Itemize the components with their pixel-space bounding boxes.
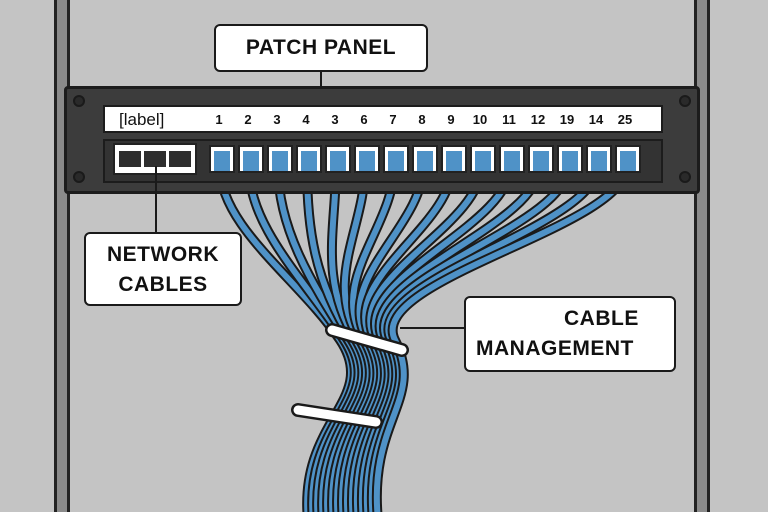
cable-tie — [327, 325, 407, 355]
patch-port[interactable] — [470, 145, 496, 173]
patch-port[interactable] — [354, 145, 380, 173]
port-number-label: 10 — [472, 112, 488, 127]
rj45-plug-icon — [388, 151, 404, 171]
port-number-label: 4 — [302, 112, 310, 127]
screw-icon — [679, 171, 691, 183]
screw-icon — [679, 95, 691, 107]
patch-port[interactable] — [383, 145, 409, 173]
rj45-plug-icon — [301, 151, 317, 171]
patch-port[interactable] — [238, 145, 264, 173]
patch-port[interactable] — [441, 145, 467, 173]
patch-panel-callout: PATCH PANEL — [214, 24, 428, 72]
rj45-plug-icon — [620, 151, 636, 171]
port-number-label: 3 — [331, 112, 339, 127]
network-cables-leader — [155, 166, 157, 236]
ethernet-port-icon — [119, 151, 141, 167]
port-number-label: 11 — [502, 112, 516, 127]
port-number-label: 25 — [617, 112, 633, 127]
port-bay — [103, 139, 663, 183]
network-cables-text-line2: CABLES — [118, 273, 208, 296]
patch-port[interactable] — [209, 145, 235, 173]
cable-tie — [293, 405, 381, 427]
patch-port[interactable] — [325, 145, 351, 173]
port-number-label: 3 — [273, 112, 281, 127]
rj45-plug-icon — [330, 151, 346, 171]
port-number-label: 14 — [588, 112, 604, 127]
port-number-label: 9 — [447, 112, 455, 127]
rj45-plug-icon — [562, 151, 578, 171]
rj45-plug-icon — [359, 151, 375, 171]
patch-port[interactable] — [267, 145, 293, 173]
cable-management-text-line2: MANAGEMENT — [476, 337, 634, 360]
network-cables-callout: NETWORK CABLES — [84, 232, 242, 306]
patch-port[interactable] — [499, 145, 525, 173]
label-placeholder: [label] — [119, 110, 165, 129]
patch-port[interactable] — [528, 145, 554, 173]
port-number-label: 8 — [418, 112, 426, 127]
patch-panel-leader — [320, 70, 322, 88]
rj45-plug-icon — [214, 151, 230, 171]
screw-icon — [73, 95, 85, 107]
rj45-plug-icon — [504, 151, 520, 171]
patch-port[interactable] — [615, 145, 641, 173]
port-number-label: 1 — [215, 112, 223, 127]
rj45-plug-icon — [272, 151, 288, 171]
rj45-plug-icon — [243, 151, 259, 171]
port-number-label: 6 — [360, 112, 368, 127]
port-number-label: 12 — [530, 112, 546, 127]
rj45-plug-icon — [475, 151, 491, 171]
port-number-label: 2 — [244, 112, 252, 127]
ethernet-port-icon — [169, 151, 191, 167]
rj45-plug-icon — [417, 151, 433, 171]
network-cables-text-line1: NETWORK — [107, 243, 219, 266]
patch-port[interactable] — [296, 145, 322, 173]
cable-management-callout: CABLE MANAGEMENT — [464, 296, 676, 372]
patch-port[interactable] — [412, 145, 438, 173]
ethernet-port-icon — [144, 151, 166, 167]
network-ports-group — [113, 143, 197, 175]
patch-panel-text: PATCH PANEL — [245, 36, 397, 59]
cable-management-text-line1: CABLE — [564, 307, 639, 330]
rj45-plug-icon — [591, 151, 607, 171]
patch-port[interactable] — [586, 145, 612, 173]
network-cable — [373, 164, 629, 512]
patch-port[interactable] — [557, 145, 583, 173]
rj45-plug-icon — [446, 151, 462, 171]
screw-icon — [73, 171, 85, 183]
rj45-plug-icon — [533, 151, 549, 171]
port-number-label: 7 — [389, 112, 397, 127]
port-number-label: 19 — [559, 112, 575, 127]
